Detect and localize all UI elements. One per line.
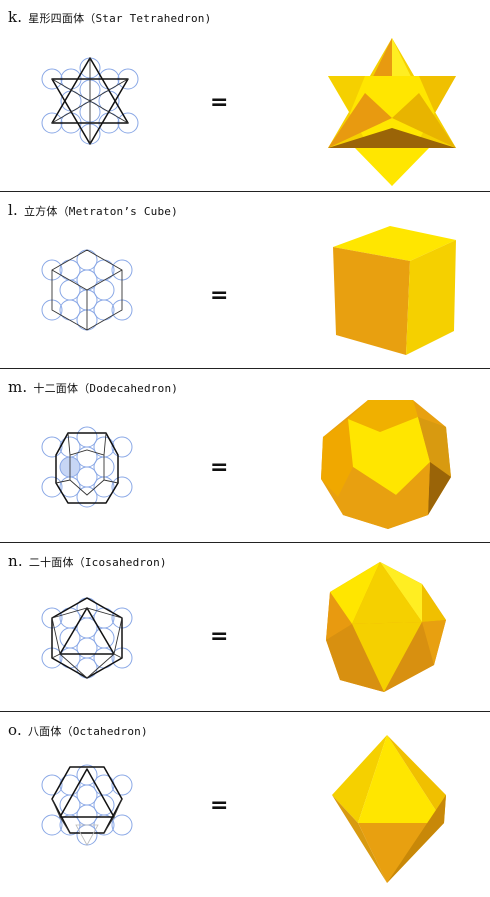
row-separator [0,368,490,369]
fruit-of-life-diagram-icosahedron [41,597,133,679]
equals-sign: = [210,455,229,480]
row-name: 八面体（Octahedron) [27,725,148,738]
equals-sign: = [210,283,229,308]
cube-render [333,226,456,355]
row-separator [0,542,490,543]
row-letter: o. [8,721,22,739]
row-title: k. 星形四面体（Star Tetrahedron) [8,8,211,26]
row-separator [0,191,490,192]
icosahedron-render [326,562,446,692]
row-name: 星形四面体（Star Tetrahedron) [28,12,212,25]
row-letter: n. [8,552,23,570]
equals-sign: = [210,793,229,818]
fruit-of-life-diagram-star-tetrahedron [41,57,139,145]
star-tetrahedron-render [328,38,456,186]
row-title: l. 立方体（Metraton’s Cube) [8,201,178,219]
row-separator [0,711,490,712]
equals-sign: = [210,90,229,115]
row-title: o. 八面体（Octahedron) [8,721,148,739]
row-dodecahedron: m. 十二面体（Dodecahedron) = [0,370,490,542]
equals-sign: = [210,624,229,649]
row-name: 立方体（Metraton’s Cube) [23,205,178,218]
row-icosahedron: n. 二十面体（Icosahedron) = [0,544,490,711]
fruit-of-life-diagram-cube [41,249,133,331]
row-name: 十二面体（Dodecahedron) [33,382,179,395]
row-metatrons-cube: l. 立方体（Metraton’s Cube) = [0,193,490,368]
fruit-of-life-diagram-dodecahedron [41,426,133,508]
octahedron-render [332,735,446,883]
row-letter: k. [8,8,23,26]
fruit-of-life-diagram-octahedron [41,764,133,846]
row-letter: l. [8,201,18,219]
row-title: n. 二十面体（Icosahedron) [8,552,167,570]
row-title: m. 十二面体（Dodecahedron) [8,378,178,396]
row-octahedron: o. 八面体（Octahedron) = [0,713,490,897]
dodecahedron-render [321,400,451,529]
row-star-tetrahedron: k. 星形四面体（Star Tetrahedron) = [0,0,490,191]
row-name: 二十面体（Icosahedron) [28,556,167,569]
row-letter: m. [8,378,28,396]
